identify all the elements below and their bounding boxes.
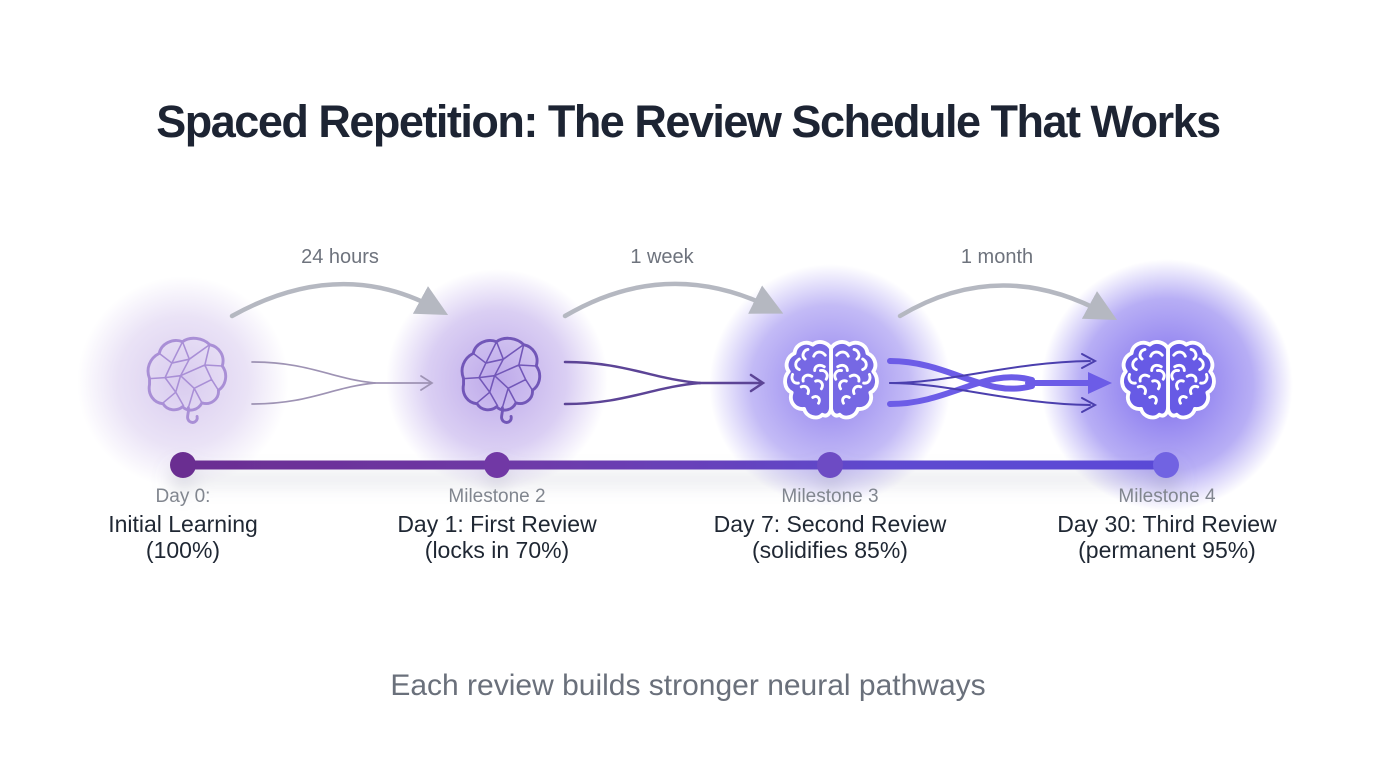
interval-label: 24 hours <box>301 246 379 268</box>
milestone-detail: (100%) <box>145 537 221 563</box>
arc-arrow-24-hours <box>229 281 449 319</box>
brain-icon <box>1122 342 1214 418</box>
milestone-detail: (solidifies 85%) <box>752 537 908 563</box>
milestone-label: Milestone 4 Day 30: Third Review (perman… <box>1017 486 1317 563</box>
timeline <box>170 452 1179 478</box>
timeline-dot <box>170 452 196 478</box>
arc-arrow-1-month <box>897 283 1118 321</box>
brain-icon <box>460 336 542 424</box>
interval-arc-arrows <box>229 281 1118 321</box>
milestone-title: Day 7: Second Review <box>713 511 947 537</box>
milestone-label: Milestone 2 Day 1: First Review (locks i… <box>347 486 647 563</box>
caption: Each review builds stronger neural pathw… <box>390 669 986 702</box>
connector-2-3 <box>563 360 766 406</box>
milestone-detail: (locks in 70%) <box>424 537 570 563</box>
milestone-title: Initial Learning <box>108 511 258 537</box>
milestone-detail: (permanent 95%) <box>1078 537 1256 563</box>
milestone-heading: Milestone 4 <box>1118 486 1216 507</box>
milestone-heading: Milestone 2 <box>448 486 546 507</box>
milestone-label: Day 0: Initial Learning (100%) <box>33 486 333 563</box>
timeline-dot <box>1153 452 1179 478</box>
connector-3-4 <box>887 353 1112 413</box>
arc-arrow-1-week <box>562 281 784 319</box>
interval-label: 1 month <box>960 246 1034 268</box>
timeline-dot <box>484 452 510 478</box>
brain-icon <box>785 342 877 418</box>
connector-1-2 <box>251 361 434 405</box>
interval-label: 1 week <box>630 246 694 268</box>
brain-icon <box>146 336 228 424</box>
page-title: Spaced Repetition: The Review Schedule T… <box>156 96 1221 148</box>
milestone-heading: Day 0: <box>155 486 211 507</box>
milestone-title: Day 30: Third Review <box>1057 511 1277 537</box>
milestone-label: Milestone 3 Day 7: Second Review (solidi… <box>680 486 980 563</box>
timeline-dot <box>817 452 843 478</box>
milestone-title: Day 1: First Review <box>397 511 597 537</box>
milestone-heading: Milestone 3 <box>781 486 879 507</box>
